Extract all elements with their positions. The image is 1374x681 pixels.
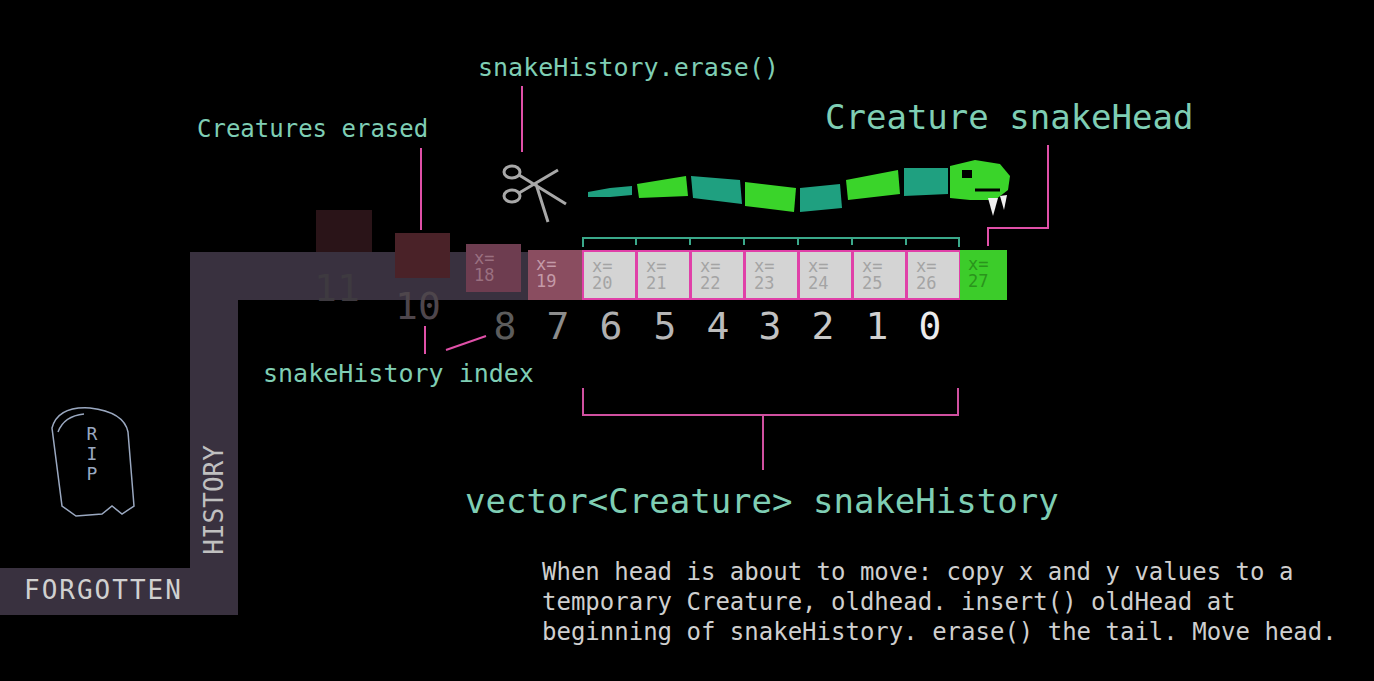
cell-text: x= 18 xyxy=(466,244,504,284)
cell-text: x= 19 xyxy=(528,250,566,290)
leader-line xyxy=(424,326,426,354)
forgotten-band xyxy=(0,568,238,615)
note-text: When head is about to move: copy x and y… xyxy=(542,557,1342,647)
cell-text: x= 25 xyxy=(854,252,892,292)
index-number: 6 xyxy=(600,305,623,349)
code-annotation: snakeHistory.erase() xyxy=(478,54,779,83)
annotation-heading: Creature snakeHead xyxy=(825,98,1193,137)
vector-bracket xyxy=(583,388,958,470)
history-cell: x= 20 xyxy=(582,250,637,300)
history-cell: x= 23 xyxy=(744,250,799,300)
cell-text: x= 21 xyxy=(638,252,676,292)
history-cell: x= 25 xyxy=(852,250,907,300)
history-cell: x= 26 xyxy=(906,250,961,300)
history-cell: x= 22 xyxy=(690,250,745,300)
cell-text: x= 24 xyxy=(800,252,838,292)
segment-bracket xyxy=(583,238,959,247)
annotation: Creatures erased xyxy=(197,116,428,144)
index-number: 2 xyxy=(812,305,835,349)
index-number: 11 xyxy=(314,267,360,311)
index-number: 1 xyxy=(866,305,889,349)
index-number: 5 xyxy=(654,305,677,349)
cell-text: x= 23 xyxy=(746,252,784,292)
cell-text: x= 22 xyxy=(692,252,730,292)
leader-line xyxy=(446,336,486,350)
history-cell: x= 18 xyxy=(466,244,521,292)
cell-text: x= 26 xyxy=(908,252,946,292)
leader-line xyxy=(521,86,523,152)
history-cell: x= 27 xyxy=(960,250,1007,300)
annotation: snakeHistory index xyxy=(263,360,534,389)
cell-text: x= 27 xyxy=(960,250,998,290)
band-label: HISTORY xyxy=(200,445,230,555)
annotation-heading: vector<Creature> snakeHistory xyxy=(465,482,1059,521)
tombstone-text: R I P xyxy=(83,424,101,483)
history-cell: x= 21 xyxy=(636,250,691,300)
index-number: 8 xyxy=(494,305,517,349)
history-cell: x= 24 xyxy=(798,250,853,300)
erased-square xyxy=(316,210,372,252)
erased-square xyxy=(395,233,450,278)
index-number: 4 xyxy=(707,305,730,349)
tombstone-icon xyxy=(52,408,134,516)
history-band xyxy=(190,252,238,615)
index-number: 10 xyxy=(395,285,441,329)
cell-text: x= 20 xyxy=(584,252,622,292)
band-label: FORGOTTEN xyxy=(24,576,183,606)
history-cell: x= 19 xyxy=(528,250,582,300)
index-number: 0 xyxy=(919,305,942,349)
leader-line xyxy=(420,148,422,230)
index-number: 7 xyxy=(547,305,570,349)
snake-body xyxy=(588,160,1010,216)
scissors-icon xyxy=(504,166,566,222)
index-number: 3 xyxy=(759,305,782,349)
